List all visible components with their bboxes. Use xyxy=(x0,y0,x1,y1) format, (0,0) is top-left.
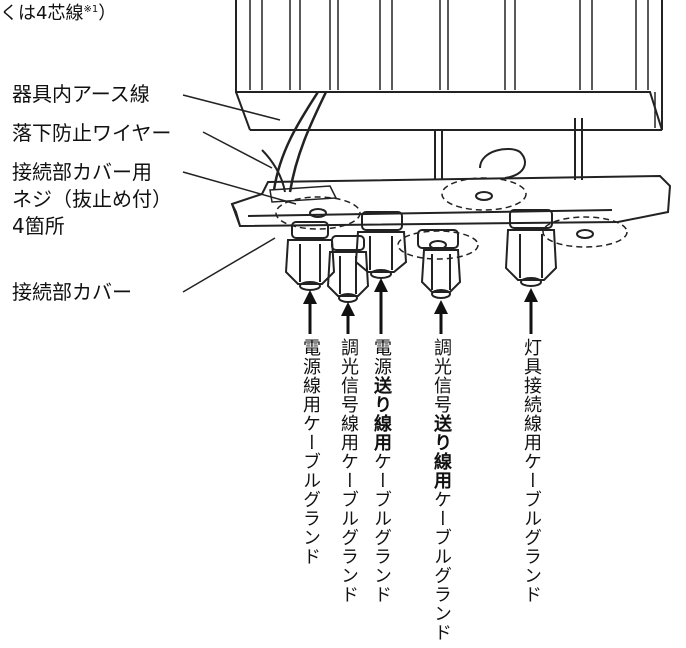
callout-cover-screw-1: 接続部カバー用 xyxy=(12,160,152,184)
callout-fall-wire: 落下防止ワイヤー xyxy=(12,121,172,145)
gland-label-power: 電源線用ケーブルグランド xyxy=(300,338,321,566)
callout-cover-screw-3: 4箇所 xyxy=(12,214,65,238)
gland-label-dimming: 調光信号線用ケーブルグランド xyxy=(338,338,359,604)
callout-cover-screw-2: ネジ（抜止め付） xyxy=(12,187,172,211)
gland-label-lamp: 灯具接続線用ケーブルグランド xyxy=(521,338,542,604)
gland-label-power-feed: 電源送り線用ケーブルグランド xyxy=(371,338,392,604)
gland-label-dimming-feed: 調光信号送り線用ケーブルグランド xyxy=(431,338,452,642)
top-fragment-text: くは4芯線※1） xyxy=(0,3,117,24)
callout-ground-wire: 器具内アース線 xyxy=(12,82,150,106)
callout-cover: 接続部カバー xyxy=(12,280,132,304)
